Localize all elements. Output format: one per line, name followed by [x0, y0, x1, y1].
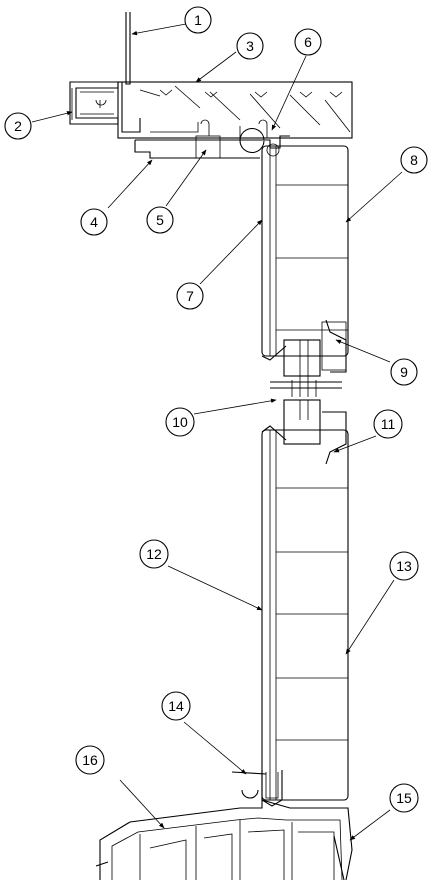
callout-1-label: 1 [194, 12, 202, 28]
callout-13: 13 [389, 551, 419, 581]
callout-12-label: 12 [146, 546, 162, 562]
callout-12: 12 [139, 539, 169, 569]
callout-9: 9 [390, 358, 418, 386]
sealing-membrane [125, 12, 131, 85]
callout-6: 6 [294, 28, 322, 56]
callout-4: 4 [80, 208, 108, 236]
callout-2: 2 [4, 112, 32, 140]
callout-10: 10 [165, 407, 195, 437]
callout-5: 5 [146, 206, 174, 234]
callout-3: 3 [236, 32, 264, 60]
callout-11: 11 [373, 409, 403, 439]
callout-1: 1 [184, 6, 212, 34]
callout-13-label: 13 [396, 558, 412, 574]
sash-bottom-profile [231, 770, 283, 807]
bottom-frame-profile [95, 799, 353, 881]
callout-15-label: 15 [396, 790, 412, 806]
sash-head-profile [134, 119, 290, 159]
callout-8-label: 8 [410, 152, 418, 168]
callout-7-label: 7 [186, 288, 194, 304]
lintel-timber [117, 81, 353, 139]
head-frame-profile [69, 81, 141, 133]
callout-14-label: 14 [168, 698, 184, 714]
callout-6-label: 6 [304, 34, 312, 50]
callout-7: 7 [176, 282, 204, 310]
callout-8: 8 [400, 146, 428, 174]
callout-9-label: 9 [400, 364, 408, 380]
leader-lines [31, 23, 403, 841]
callout-15: 15 [389, 783, 419, 813]
callout-3-label: 3 [246, 38, 254, 54]
meeting-rail [270, 319, 347, 465]
callout-14: 14 [161, 691, 191, 721]
upper-glazing-unit [261, 145, 349, 361]
callout-16-label: 16 [82, 752, 98, 768]
callout-5-label: 5 [156, 212, 164, 228]
callout-4-label: 4 [90, 214, 98, 230]
callout-10-label: 10 [172, 414, 188, 430]
callout-2-label: 2 [14, 118, 22, 134]
lower-glazing-unit [261, 425, 349, 801]
callout-16: 16 [75, 745, 105, 775]
callout-11-label: 11 [381, 416, 396, 432]
